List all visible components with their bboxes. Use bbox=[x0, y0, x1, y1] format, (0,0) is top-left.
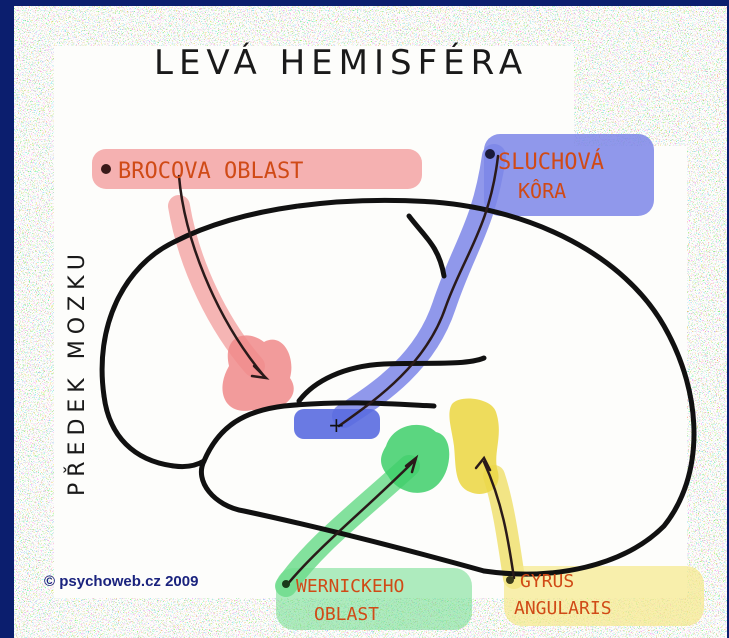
copyright-text: © psychoweb.cz 2009 bbox=[44, 573, 198, 590]
auditory-dot bbox=[485, 149, 495, 159]
auditory-label-line1: SLUCHOVÁ bbox=[498, 149, 604, 175]
wernicke-dot bbox=[282, 580, 290, 588]
broca-dot bbox=[101, 164, 111, 174]
frontal-lower-contour bbox=[104, 396, 204, 467]
diagram-title: LEVÁ HEMISFÉRA bbox=[154, 42, 528, 83]
broca-area-blob bbox=[222, 335, 293, 411]
auditory-plus-mark: + bbox=[328, 413, 345, 437]
diagram-canvas: + LEVÁ HEMISFÉRA BROCOVA OBLAST SLUCHOVÁ… bbox=[14, 6, 727, 638]
central-sulcus bbox=[409, 216, 444, 276]
auditory-label-line2: KÔRA bbox=[518, 179, 566, 203]
gyrus-label-line2: ANGULARIS bbox=[514, 598, 612, 619]
gyrus-dot bbox=[506, 576, 514, 584]
side-label: PŘEDEK MOZKU bbox=[64, 248, 90, 496]
wernicke-label-line1: WERNICKEHO bbox=[296, 576, 404, 597]
broca-label: BROCOVA OBLAST bbox=[118, 159, 303, 184]
auditory-label-highlight bbox=[484, 134, 654, 216]
auditory-highlight-path bbox=[344, 156, 494, 416]
gyrus-label-line1: GYRUS bbox=[520, 571, 574, 592]
brain-diagram: + LEVÁ HEMISFÉRA BROCOVA OBLAST SLUCHOVÁ… bbox=[14, 6, 727, 638]
wernicke-label-line2: OBLAST bbox=[314, 604, 379, 625]
